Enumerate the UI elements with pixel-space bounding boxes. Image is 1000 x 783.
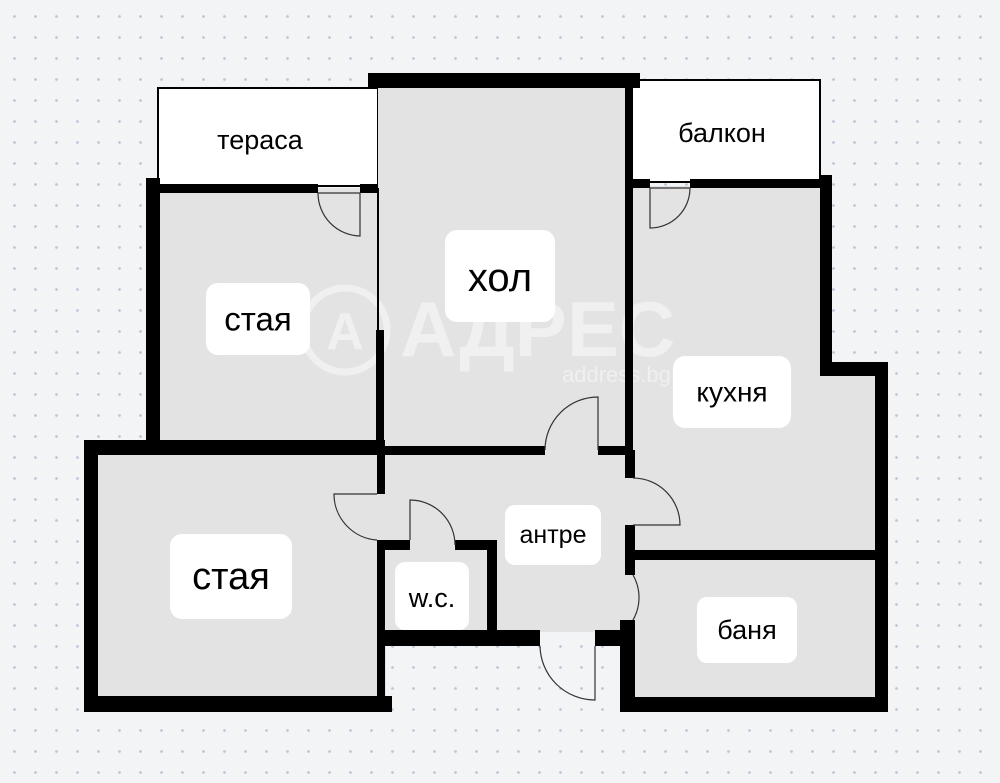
door-terrace <box>317 192 361 237</box>
door-hall <box>544 396 599 451</box>
door-balcony <box>649 187 691 229</box>
terrace-area <box>157 87 379 187</box>
balcony-label: балкон <box>678 118 766 148</box>
balcony-area <box>629 79 821 183</box>
svg-text:A: A <box>326 303 364 361</box>
label-hall: хол <box>445 230 555 322</box>
doors <box>317 187 691 701</box>
kitchen-label: кухня <box>696 377 767 408</box>
label-balcony: балкон <box>678 118 766 148</box>
door-bathroom <box>632 574 640 621</box>
bathroom-label: баня <box>717 615 776 645</box>
door-entrance <box>539 645 596 701</box>
label-entrance: антре <box>505 505 601 565</box>
room-bottom-label: стая <box>192 556 270 598</box>
hall-label: хол <box>468 256 532 300</box>
entrance-label: антре <box>520 521 587 549</box>
label-terrace: тераса <box>217 125 304 155</box>
label-room-top: стая <box>206 283 310 355</box>
door-wc <box>409 499 456 546</box>
door-room-bottom <box>333 493 378 541</box>
watermark-url: address.bg <box>562 362 671 387</box>
room-top-label: стая <box>224 301 291 338</box>
walls <box>84 73 888 712</box>
label-wc: w.c. <box>395 562 469 630</box>
label-bathroom: баня <box>697 597 797 663</box>
terrace-label: тераса <box>217 125 304 155</box>
label-room-bottom: стая <box>170 534 292 619</box>
label-kitchen: кухня <box>673 356 791 428</box>
wc-label: w.c. <box>408 583 456 613</box>
door-kitchen <box>632 477 681 526</box>
